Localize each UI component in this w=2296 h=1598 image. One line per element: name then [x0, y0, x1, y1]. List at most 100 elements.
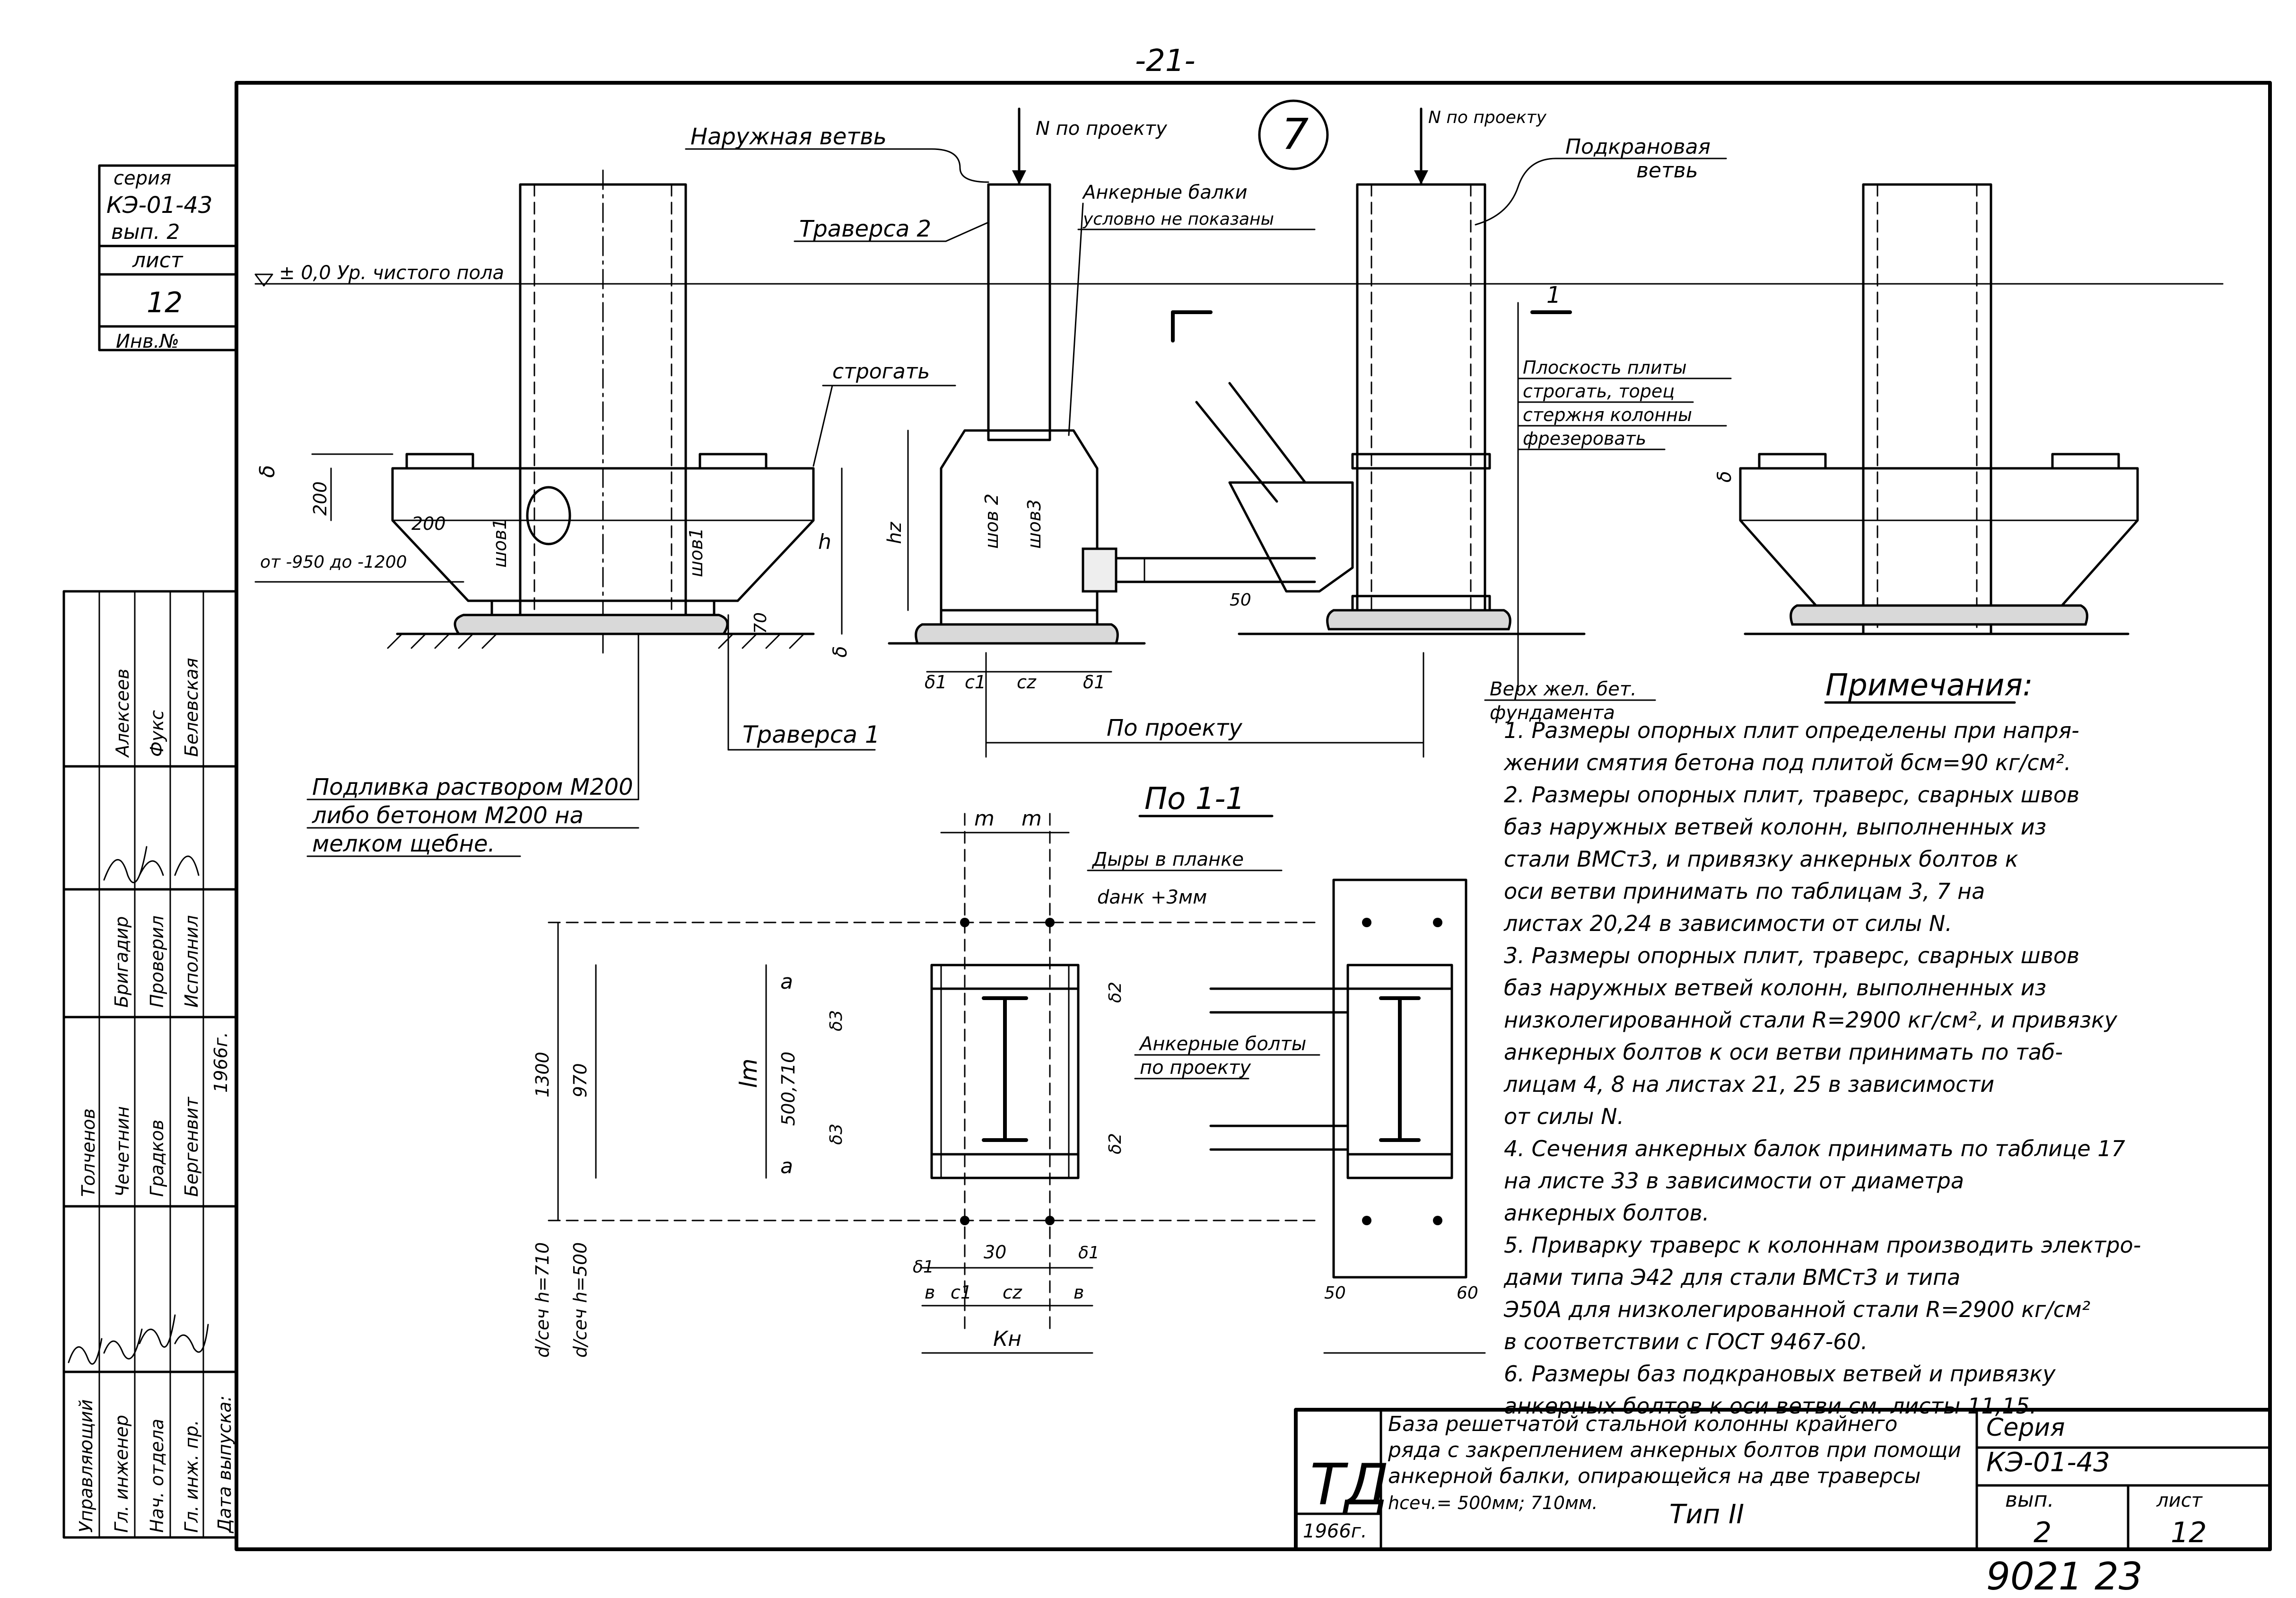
title-sheet: 12	[2171, 1516, 2207, 1549]
title-desc-2: ряда с закреплением анкерных болтов при …	[1388, 1438, 1961, 1462]
title-series-label: Серия	[1986, 1414, 2065, 1442]
dim-970: 970	[570, 1063, 591, 1098]
dim-500-710: 500,710	[778, 1052, 799, 1126]
notes: Примечания: 1. Размеры опорных плит опре…	[1503, 668, 2141, 1419]
n-right-label: N по проекту	[1428, 108, 1547, 127]
title-sheet-label: лист	[2156, 1490, 2203, 1511]
plane-label-2: строгать, торец	[1523, 381, 1675, 402]
note-line: анкерных болтов к оси ветви принимать по…	[1504, 1039, 2063, 1065]
title-issue-label: вып.	[2005, 1488, 2054, 1512]
weld2-label: шов 2	[981, 493, 1002, 549]
elevation-traverse: шов 2 шов3 hz δ δ1 c1 cz δ1 Траверса 2 Н…	[685, 107, 1316, 693]
dim-200-horz: 200	[411, 513, 446, 534]
grout-label-2: либо бетоном М200 на	[312, 802, 584, 829]
logo: ТД	[1310, 1452, 1389, 1518]
title-type: Тип II	[1669, 1499, 1744, 1530]
section-mark-label: 1	[1546, 282, 1561, 308]
weld3-label: шов3	[1024, 499, 1045, 549]
dim-50-elev: 50	[1230, 590, 1251, 610]
signature-strip: Управляющий Гл. инженер Нач. отдела Гл. …	[62, 590, 238, 1539]
dim-delta1-a: δ1	[925, 672, 947, 693]
dim-delta2-a: δ2	[1106, 982, 1125, 1003]
dim-delta3-b: δ3	[827, 1124, 846, 1145]
note-line: жении смятия бетона под плитой бсм=90 кг…	[1503, 750, 2071, 775]
dim-m2: m	[1021, 807, 1042, 831]
by-project-label: По проекту	[1107, 715, 1242, 741]
role2-1: Проверил	[147, 915, 167, 1008]
dim-70: 70	[751, 612, 770, 634]
dim-m1: m	[974, 807, 995, 831]
depth-label: от -950 до -1200	[260, 553, 407, 572]
dim-delta-right: δ	[1714, 471, 1736, 483]
dim-c1: c1	[965, 672, 986, 693]
note-line: оси ветви принимать по таблицам 3, 7 на	[1504, 878, 1985, 904]
plane-cut-label: строгать	[832, 360, 930, 384]
role-4: Дата выпуска:	[214, 1396, 235, 1534]
dim-50-plan: 50	[1324, 1283, 1346, 1303]
dim-a1: a	[780, 970, 793, 994]
traverse1-label: Траверса 1	[742, 721, 880, 748]
role-1: Гл. инженер	[111, 1415, 132, 1533]
dim-dsec-500: d/сеч h=500	[570, 1242, 591, 1358]
dim-cz: cz	[1017, 672, 1037, 693]
dim-delta1-c: δ1	[913, 1257, 934, 1277]
dim-a2: a	[780, 1154, 793, 1178]
title-desc-4: hсеч.= 500мм; 710мм.	[1388, 1493, 1598, 1513]
anchor-bolts-label-2: по проекту	[1140, 1057, 1251, 1079]
left-inv-label: Инв.№	[116, 331, 179, 352]
weld1-label-a: шов1	[489, 518, 510, 568]
left-sheet-label: лист	[132, 248, 183, 272]
name-2: Градков	[147, 1120, 167, 1197]
role-3: Гл. инж. пр.	[181, 1420, 202, 1533]
note-line: анкерных болтов к оси ветви см. листы 11…	[1504, 1393, 2036, 1419]
dim-cz-plan: cz	[1003, 1282, 1022, 1303]
dim-30: 30	[984, 1242, 1006, 1263]
n-left-label: N по проекту	[1036, 118, 1168, 140]
top-foundation-label-1: Верх жел. бет.	[1490, 678, 1637, 700]
anchor-beams-label-2: условно не показаны	[1083, 210, 1274, 229]
dim-b2: в	[1074, 1282, 1084, 1303]
notes-title: Примечания:	[1825, 668, 2033, 703]
signature-year: 1966г.	[210, 1032, 231, 1093]
dim-delta2-b: δ2	[1106, 1133, 1125, 1154]
dim-1300: 1300	[532, 1052, 553, 1098]
dim-c1-plan: c1	[951, 1282, 972, 1303]
note-line: стали ВМСт3, и привязку анкерных болтов …	[1504, 846, 2018, 872]
crane-branch-label-1: Подкрановая	[1565, 135, 1711, 159]
plan-section-left: m m lm 500,710 a a δ3 δ3 δ2 δ2 1300 970 …	[532, 807, 1320, 1358]
grout-label-3: мелком щебне.	[312, 831, 495, 857]
dim-delta1-b: δ1	[1083, 672, 1105, 693]
dim-dsec-710: d/сеч h=710	[532, 1242, 553, 1358]
plane-label-1: Плоскость плиты	[1523, 357, 1687, 378]
left-title-strip: серия КЭ-01-43 вып. 2 лист 12 Инв.№	[98, 164, 238, 352]
dim-60-plan: 60	[1457, 1283, 1478, 1303]
dim-b1: в	[925, 1282, 935, 1303]
plan-section-right: 50 60	[1209, 878, 1486, 1354]
grout-note: Подливка раствором М200 либо бетоном М20…	[306, 633, 639, 857]
detail-number: 7	[1282, 110, 1309, 159]
dim-h: h	[818, 530, 831, 554]
left-issue: вып. 2	[111, 220, 180, 244]
floor-level-label: ± 0,0 Ур. чистого пола	[279, 262, 504, 284]
dim-delta3-a: δ3	[827, 1010, 846, 1031]
note-line: 4. Сечения анкерных балок принимать по т…	[1504, 1136, 2125, 1161]
note-line: 6. Размеры баз подкрановых ветвей и прив…	[1504, 1361, 2056, 1387]
weld1-label-b: шов1	[686, 527, 707, 577]
dim-delta-traverse: δ	[829, 646, 851, 658]
title-issue: 2	[2034, 1516, 2052, 1549]
name-0: Толченов	[78, 1108, 99, 1197]
plane-label-4: фрезеровать	[1523, 428, 1646, 449]
detail-circle	[1258, 99, 1329, 170]
dim-delta1-d: δ1	[1078, 1243, 1100, 1263]
role2-2: Исполнил	[181, 915, 202, 1008]
note-line: Э50А для низколегированной стали R=2900 …	[1503, 1297, 2090, 1322]
anchor-bolts-label-1: Анкерные болты	[1138, 1033, 1306, 1055]
note-line: 5. Приварку траверс к колоннам производи…	[1504, 1232, 2141, 1258]
left-series-code: КЭ-01-43	[106, 192, 212, 219]
name-3: Бергенвит	[181, 1096, 202, 1197]
crane-branch-label-2: ветвь	[1636, 158, 1698, 183]
name-1: Чечетнин	[112, 1106, 133, 1197]
elevation-outer-branch: шов1 шов1 δ 200 200 от -950 до -1200 h 7…	[254, 169, 956, 654]
grout-label-1: Подливка раствором М200	[312, 774, 633, 800]
